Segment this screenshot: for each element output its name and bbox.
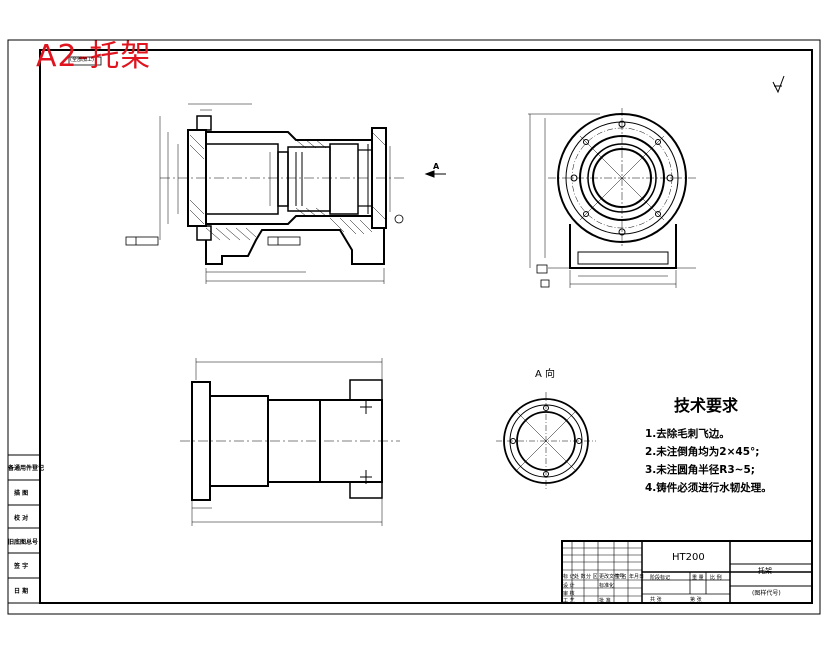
side-table-cell: 备通用件登记 (8, 465, 45, 472)
part-name: 托架 (758, 567, 772, 575)
tb-cell: 阶段标记 (650, 575, 671, 581)
a-direction-view (496, 392, 596, 490)
outer-frame (7, 39, 821, 615)
tb-cell: 签 名 (615, 574, 627, 580)
side-table-cell: 校 对 (14, 515, 29, 522)
tb-cell: 设 计 (563, 583, 575, 589)
requirement-item: 4.铸件必须进行水韧处理。 (645, 482, 772, 494)
tb-cell: 第 张 (690, 597, 702, 603)
requirement-item: 2.未注倒角均为2×45°; (645, 446, 760, 458)
title-block (561, 540, 813, 604)
tb-cell: 工 艺 (563, 598, 575, 604)
front-section-view (125, 103, 550, 288)
tb-cell: 分 区 (586, 574, 598, 580)
arrow-label: A (433, 162, 440, 171)
requirements-title: 技术要求 (674, 396, 739, 415)
side-view (528, 108, 696, 288)
roughness-symbol (772, 75, 785, 94)
tb-cell: 标 记 (563, 574, 575, 580)
side-table (7, 454, 41, 604)
tb-cell: 年月日 (629, 574, 645, 580)
tb-cell: 标准化 (599, 583, 615, 589)
tb-cell: 重 量 (692, 575, 704, 581)
top-view (180, 358, 400, 526)
roughness-note: (全部加工) (70, 57, 94, 63)
side-table-cell: 旧底图总号 (8, 539, 39, 546)
tb-cell: 处 数 (574, 574, 586, 580)
side-table-cell: 描 图 (14, 490, 29, 497)
drawing-title: A2-托架 (36, 39, 152, 74)
requirement-item: 3.未注圆角半径R3~5; (645, 464, 755, 476)
drawing-number: (图样代号) (752, 590, 781, 597)
a-view-label: A 向 (535, 369, 556, 380)
side-table-cell: 签 字 (14, 563, 29, 570)
material-label: HT200 (672, 552, 705, 563)
inner-frame (39, 49, 813, 604)
tb-cell: 批 准 (599, 598, 611, 604)
requirement-item: 1.去除毛刺飞边。 (645, 428, 730, 440)
tb-cell: 比 例 (710, 575, 722, 581)
view-direction-arrow (424, 170, 446, 178)
tb-cell: 更改文件号 (599, 574, 625, 580)
side-table-cell: 日 期 (14, 588, 29, 595)
tb-cell: 审 核 (563, 591, 575, 597)
tb-cell: 共 张 (650, 597, 662, 603)
